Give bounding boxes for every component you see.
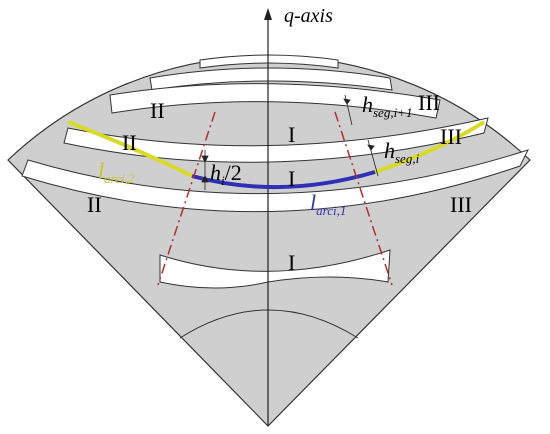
region-label-I-2: I [288,166,295,191]
slot-layer-4 [21,149,529,213]
slot-top-0 [199,54,339,69]
region-label-I-3: I [288,250,295,275]
label-arc-l-arci2: larci,2 [98,158,135,186]
slot-top-1 [149,67,393,91]
region-label-II-2: II [122,130,137,155]
label-arc-l-arci1: larci,1 [310,190,346,218]
arc-l-arci1 [191,170,376,190]
label-hseg-i1: hseg,i+1 [362,92,412,120]
arc-l-arci2-right [374,120,486,174]
region-label-I-1: I [288,122,295,147]
slot-layer-5 [159,249,391,289]
label-half-height: hi/2 [210,160,242,188]
dim-hseg-i1 [343,94,353,126]
region-label-II-1: II [150,98,165,123]
slot-layer-2 [109,83,441,119]
region-label-III-1: III [418,90,440,115]
label-hseg-i: hseg,i [384,138,420,166]
rotor-sector [7,55,531,427]
region-label-II-3: II [87,192,102,217]
arc-l-arci2 [67,120,193,178]
q-axis-arrow-icon [264,8,272,20]
region-label-III-2: III [440,124,462,149]
region-label-III-3: III [450,192,472,217]
dim-half-height [201,150,209,190]
q-axis-label: q-axis [284,5,333,27]
dim-hseg-i [367,139,379,177]
